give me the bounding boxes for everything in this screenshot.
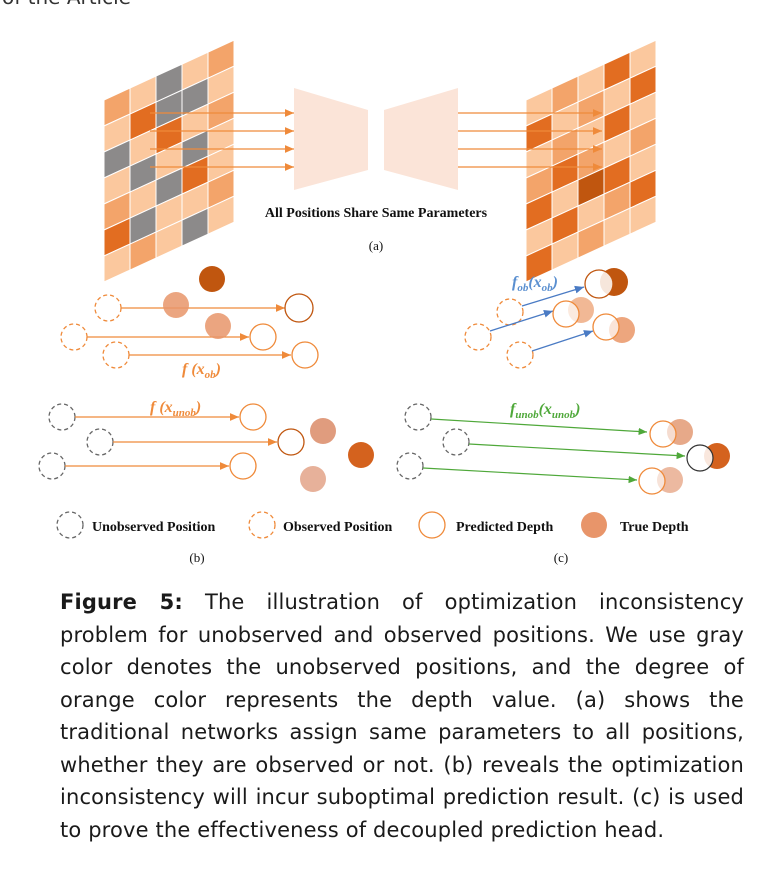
predicted-depth-circle — [649, 420, 677, 448]
f-unob-label: f (xunob) — [150, 399, 201, 419]
unobserved-position-circle — [404, 403, 432, 431]
input-arrows — [150, 109, 294, 171]
f-unob-decoupled-label: funob(xunob) — [510, 401, 580, 421]
legend-true-depth-icon — [581, 512, 607, 538]
true-depth-circle — [348, 442, 374, 468]
unobserved-position-circle — [86, 428, 114, 456]
observed-position-circle — [60, 323, 88, 351]
legend-predicted-icon — [418, 511, 446, 539]
predicted-depth-circle — [552, 300, 580, 328]
grid-cell — [629, 195, 657, 235]
legend-unobserved-icon — [56, 511, 84, 539]
observed-position-circle — [102, 341, 130, 369]
legend-true-depth-label: True Depth — [620, 520, 689, 535]
output-depth-grid — [525, 39, 657, 283]
predicted-depth-circle — [592, 313, 620, 341]
output-arrows — [458, 109, 602, 171]
panel-b: f (xob) f (xunob) (b) — [38, 266, 374, 565]
predicted-depth-circle — [686, 444, 714, 472]
observed-position-circle — [506, 341, 534, 369]
true-depth-circle — [300, 466, 326, 492]
panel-b-label: (b) — [189, 550, 204, 565]
true-depth-circle — [205, 313, 231, 339]
predicted-depth-circle — [229, 452, 257, 480]
panel-c: fob(xob) funob(xunob) (c) — [396, 268, 730, 565]
predicted-depth-circle — [291, 341, 319, 369]
f-ob-label: f (xob) — [182, 361, 221, 381]
observed-position-circle — [464, 323, 492, 351]
f-ob-decoupled-label: fob(xob) — [512, 274, 558, 294]
true-depth-circle — [310, 418, 336, 444]
panel-c-label: (c) — [554, 550, 568, 565]
encoder-block — [294, 88, 368, 190]
predicted-depth-circle — [584, 269, 614, 299]
legend-unobserved-label: Unobserved Position — [92, 520, 216, 535]
predicted-depth-circle — [249, 323, 277, 351]
true-depth-circle — [163, 292, 189, 318]
decoder-block — [384, 88, 458, 190]
unobserved-position-circle — [396, 452, 424, 480]
legend-predicted-label: Predicted Depth — [456, 520, 554, 535]
observed-decoupled-arrows — [489, 285, 594, 352]
caption-text: The illustration of optimization inconsi… — [60, 590, 745, 842]
panel-a: All Positions Share Same Parameters (a) — [103, 39, 657, 283]
legend-observed-label: Observed Position — [283, 520, 392, 535]
observed-position-circle — [94, 294, 122, 322]
unobserved-decoupled-arrows — [422, 418, 686, 484]
header-fragment: of the Article — [2, 0, 131, 9]
true-depth-circle — [199, 266, 225, 292]
predicted-depth-circle — [638, 467, 666, 495]
panel-a-label: (a) — [369, 238, 383, 253]
unobserved-position-circle — [442, 428, 470, 456]
unobserved-arrows — [65, 413, 277, 470]
predicted-depth-circle — [277, 428, 305, 456]
figure-5-illustration: All Positions Share Same Parameters (a) … — [38, 39, 730, 565]
predicted-depth-circle — [239, 403, 267, 431]
unobserved-position-circle — [48, 403, 76, 431]
input-depth-grid — [103, 39, 235, 283]
grid-cell — [207, 195, 235, 235]
figure-caption: Figure 5: The illustration of optimizati… — [60, 586, 744, 846]
unobserved-position-circle — [38, 452, 66, 480]
legend-observed-icon — [248, 511, 276, 539]
caption-figure-label: Figure 5: — [60, 590, 183, 614]
predicted-depth-circle — [284, 293, 314, 323]
observed-position-circle — [496, 298, 524, 326]
shared-parameters-label: All Positions Share Same Parameters — [265, 206, 488, 221]
legend: Unobserved Position Observed Position Pr… — [56, 511, 689, 539]
